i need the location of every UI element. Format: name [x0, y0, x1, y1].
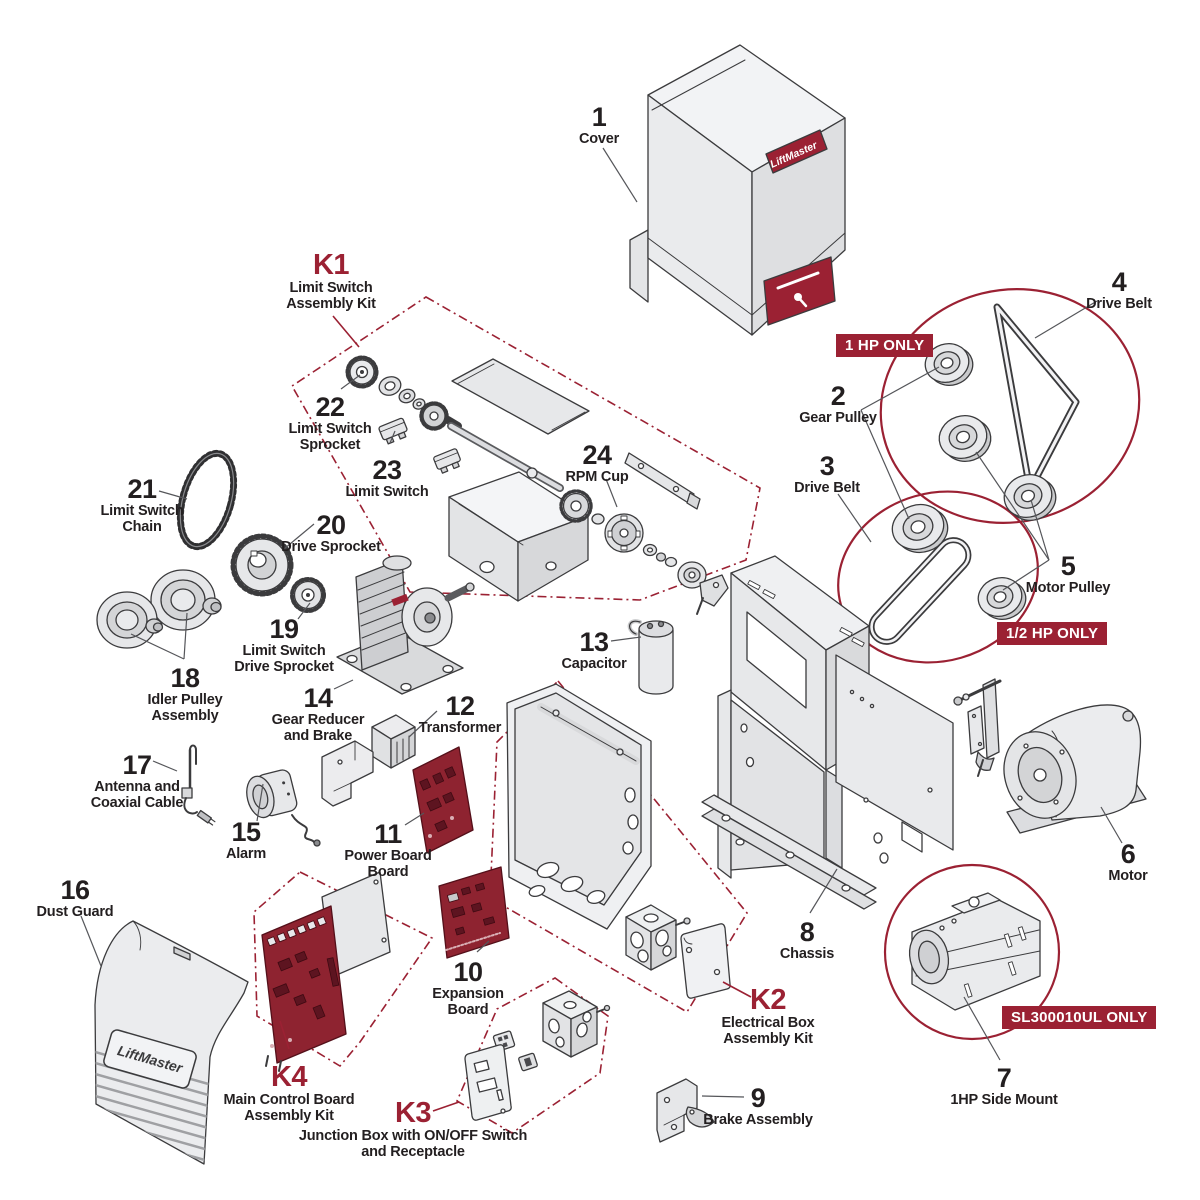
- badge-half-hp-only: 1/2 HP ONLY: [997, 622, 1108, 645]
- limit-switch-drive-sprocket: [290, 577, 326, 613]
- k1-mount-rail: [624, 452, 701, 510]
- kit-outline-k3: [455, 977, 609, 1134]
- circle-sl300010ul: [883, 863, 1061, 1041]
- motor-pulley-lower: [977, 577, 1027, 620]
- dust-guard: LiftMaster: [94, 920, 249, 1165]
- k1-shaft: [444, 416, 564, 492]
- limit-switch-2: [433, 448, 461, 474]
- gear-pulley-halfhp: [891, 503, 949, 554]
- motor: [1003, 704, 1147, 834]
- limit-switch-box: [448, 471, 589, 602]
- limit-switch: [378, 417, 408, 445]
- gear-reducer-and-brake: [336, 555, 475, 695]
- rpm-cup-parts: [559, 489, 729, 615]
- k1-cover-plate: [451, 358, 590, 435]
- junction-box-k3: [542, 990, 611, 1058]
- junction-box-k2: [625, 904, 691, 971]
- 1hp-side-mount: [908, 892, 1041, 1011]
- chassis: [701, 555, 954, 910]
- limit-bracket-assembly: [953, 678, 1002, 777]
- kit-outline-k1: [290, 296, 761, 601]
- transformer: [371, 714, 416, 769]
- kit-outlines: [253, 296, 761, 1134]
- kit-outline-k4: [253, 871, 434, 1068]
- badge-sl300010ul-only: SL300010UL ONLY: [1002, 1006, 1157, 1029]
- drive-belt-4: [993, 303, 1080, 494]
- kit-outline-k2: [489, 679, 748, 1014]
- brake-assembly: [656, 1078, 715, 1143]
- motor-pulley-right: [1003, 474, 1057, 521]
- kit-leader-lines: [279, 315, 752, 1112]
- leader-lines: [80, 147, 1123, 1098]
- limit-switch-chain: [176, 449, 238, 551]
- badge-1hp-only: 1 HP ONLY: [836, 334, 934, 357]
- drive-belt-3: [868, 537, 972, 645]
- electrical-box: [506, 683, 652, 930]
- k1-gear: [419, 401, 449, 431]
- onoff-switch: [518, 1052, 538, 1072]
- antenna-and-coaxial-cable: [181, 744, 216, 826]
- mounting-bracket: [321, 740, 374, 807]
- cover: LiftMaster: [629, 44, 846, 336]
- gear-pulley-1hp: [924, 343, 974, 386]
- idler-pulley-assembly: [96, 569, 222, 649]
- k1-bearings: [378, 376, 426, 410]
- main-control-board: [261, 871, 391, 1072]
- power-board: [412, 746, 474, 854]
- electrical-box-cover-plate: [680, 923, 731, 999]
- limit-switch-sprocket: [345, 355, 379, 389]
- capacitor: [627, 619, 674, 695]
- expansion-board: [438, 866, 510, 959]
- motor-pulley-upper: [938, 415, 992, 462]
- drive-sprocket: [230, 533, 294, 597]
- switch-plate: [464, 1044, 512, 1121]
